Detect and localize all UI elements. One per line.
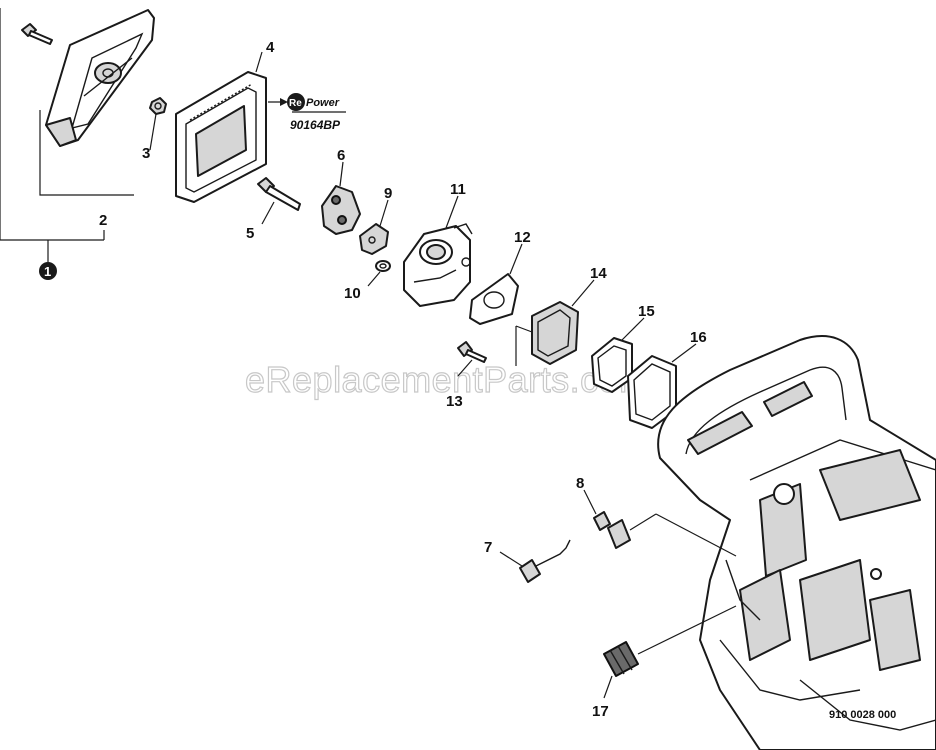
nut-part[interactable] (149, 97, 167, 115)
plate-part[interactable] (359, 223, 389, 255)
callout-1: 1 (44, 264, 51, 279)
screw-13-part[interactable] (457, 341, 487, 363)
callout-5[interactable]: 5 (246, 225, 254, 242)
callout-8[interactable]: 8 (576, 475, 584, 492)
callout-1-badge[interactable]: 1 (39, 262, 57, 280)
callout-11[interactable]: 11 (450, 181, 466, 198)
repower-logo-power: Power (306, 97, 340, 109)
callout-12[interactable]: 12 (514, 229, 531, 246)
bracket-part[interactable] (321, 185, 361, 235)
callout-16[interactable]: 16 (690, 329, 707, 346)
primer-part[interactable] (519, 539, 571, 583)
callout-9[interactable]: 9 (384, 185, 392, 202)
repower-part-number: 90164BP (290, 118, 341, 132)
carburetor[interactable] (403, 223, 473, 307)
washer-part[interactable] (375, 260, 391, 272)
repower-logo-re: Re (289, 98, 302, 109)
repower-logo: Re Power (268, 93, 346, 113)
air-filter[interactable] (175, 71, 267, 203)
drawing-code: 910 0028 000 (829, 709, 896, 721)
callout-6[interactable]: 6 (337, 147, 345, 164)
callout-3[interactable]: 3 (142, 145, 150, 162)
callout-10[interactable]: 10 (344, 285, 361, 302)
callout-13[interactable]: 13 (446, 393, 463, 410)
callout-17[interactable]: 17 (592, 703, 609, 720)
gasket-15-part[interactable] (591, 337, 633, 393)
leader-lines (149, 51, 697, 699)
group-bracket (0, 8, 134, 262)
callout-2[interactable]: 2 (99, 212, 107, 229)
gasket-part[interactable] (469, 273, 519, 325)
callout-15[interactable]: 15 (638, 303, 655, 320)
watermark-text: eReplacementParts.com (245, 359, 650, 400)
callout-14[interactable]: 14 (590, 265, 607, 282)
callout-4[interactable]: 4 (266, 39, 275, 56)
insulator-block[interactable] (515, 301, 579, 366)
fitting-part[interactable] (593, 511, 737, 557)
callout-7[interactable]: 7 (484, 539, 492, 556)
screw-part[interactable] (21, 23, 53, 45)
air-filter-cover[interactable] (45, 9, 155, 147)
saw-body (657, 335, 936, 750)
spring-part[interactable] (603, 605, 737, 677)
bolt-part[interactable] (257, 177, 301, 211)
